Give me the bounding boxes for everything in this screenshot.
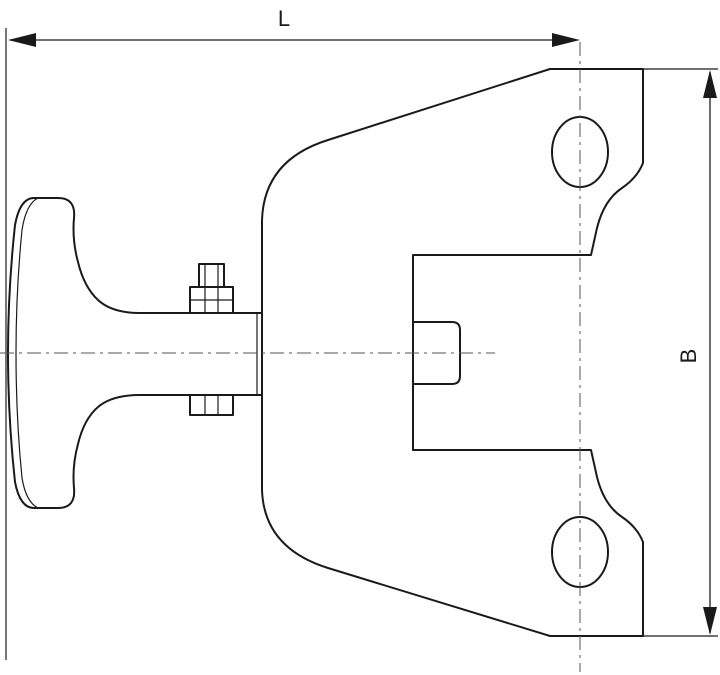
height-arrow-bottom — [703, 607, 717, 635]
height-label: B — [676, 349, 701, 364]
nut-lower — [189, 394, 234, 416]
mounting-plate-outline — [261, 68, 644, 637]
length-arrow-left — [8, 33, 36, 47]
shaft — [139, 312, 263, 396]
height-arrow-top — [703, 70, 717, 98]
lock-nut — [189, 263, 234, 416]
length-arrow-right — [552, 33, 580, 47]
shaft-collar — [256, 312, 263, 396]
dimension-height: B — [643, 68, 718, 637]
nut-upper-thread — [198, 263, 225, 288]
length-label: L — [278, 6, 290, 31]
t-handle-edge — [15, 197, 39, 509]
dimension-length: L — [5, 6, 580, 660]
